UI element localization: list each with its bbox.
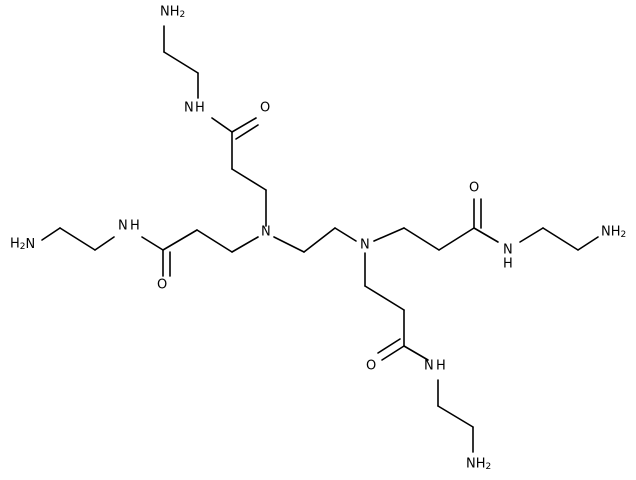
lower-right-arm bbox=[364, 252, 474, 453]
left-amine-label: H2N bbox=[10, 237, 35, 253]
right-amide-nh-label: N bbox=[503, 243, 513, 258]
bond bbox=[403, 345, 429, 361]
bond bbox=[438, 227, 475, 251]
right-arm bbox=[373, 198, 599, 251]
bond bbox=[231, 168, 267, 191]
bond bbox=[59, 227, 96, 251]
bond bbox=[41, 227, 61, 241]
bond bbox=[373, 227, 405, 242]
left-arm bbox=[41, 227, 259, 277]
bond bbox=[235, 124, 259, 140]
left-amide-h-label: H bbox=[130, 219, 140, 234]
atom-labels: NH2 N H O H2N N H O N N O N H NH2 O N H … bbox=[10, 5, 626, 473]
top-amide-nh-label: N bbox=[184, 101, 194, 116]
bond bbox=[211, 117, 233, 133]
top-amide-h-label: H bbox=[195, 101, 205, 116]
top-amine-label: NH2 bbox=[160, 5, 185, 21]
central-n-right-label: N bbox=[360, 238, 370, 253]
bond bbox=[334, 227, 357, 242]
bottom-carbonyl-o-label: O bbox=[366, 359, 376, 374]
right-carbonyl-o-label: O bbox=[469, 181, 479, 196]
bond bbox=[437, 405, 474, 428]
left-carbonyl-o-label: O bbox=[157, 278, 167, 293]
right-amine-label: NH2 bbox=[601, 225, 626, 241]
bond bbox=[473, 227, 499, 243]
bond bbox=[381, 345, 405, 361]
bond bbox=[163, 51, 199, 74]
bond bbox=[231, 117, 257, 133]
bond bbox=[141, 236, 164, 251]
bond bbox=[519, 227, 544, 243]
bond bbox=[162, 229, 198, 251]
upper-left-arm bbox=[163, 25, 267, 227]
central-n-left-label: N bbox=[261, 225, 271, 240]
bond bbox=[273, 236, 305, 253]
bottom-amine-label: NH2 bbox=[466, 457, 491, 473]
left-amide-nh-label: N bbox=[118, 219, 128, 234]
bond bbox=[231, 236, 259, 253]
bond bbox=[364, 285, 405, 311]
bond bbox=[403, 227, 440, 251]
bottom-amide-nh-label: N bbox=[424, 359, 434, 374]
top-carbonyl-o-label: O bbox=[260, 101, 270, 116]
right-amide-h-label: H bbox=[503, 257, 513, 272]
bond bbox=[542, 227, 579, 251]
bond bbox=[377, 338, 401, 354]
bond bbox=[196, 229, 233, 253]
bond bbox=[303, 227, 336, 253]
bond bbox=[94, 236, 115, 251]
bond bbox=[577, 236, 599, 251]
central-bridge bbox=[273, 227, 357, 253]
bottom-amide-h-label: H bbox=[436, 359, 446, 374]
